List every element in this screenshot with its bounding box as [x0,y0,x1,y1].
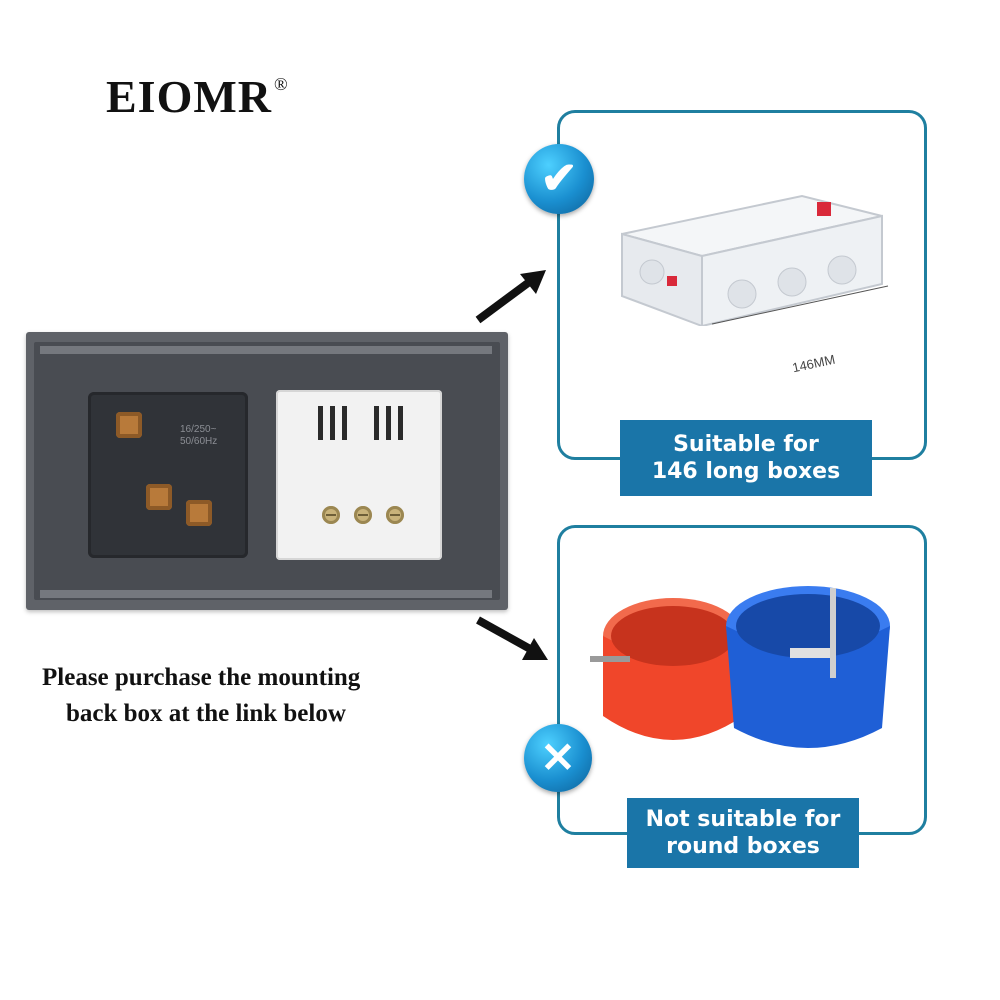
brand-logo: EIOMR® [106,70,289,123]
terminal-screw [386,506,404,524]
vent-slot [374,406,379,440]
rating-frequency: 50/60Hz [180,436,218,447]
suitable-badge-line2: 146 long boxes [651,459,841,484]
suitable-badge-line1: Suitable for [673,432,819,457]
purchase-note-line1: Please purchase the mounting [42,664,361,691]
vent-slot [386,406,391,440]
unsuitable-badge-line2: round boxes [666,834,820,859]
vent-slot [318,406,323,440]
purchase-note-line2: back box at the link below [66,700,346,727]
purchase-note: Please purchase the mounting back box at… [42,660,462,732]
terminal-screw [322,506,340,524]
terminal-screw [354,506,372,524]
usb-module [276,390,442,560]
brand-name: EIOMR [106,71,272,122]
socket-rating-label: 16/250~ 50/60Hz [180,424,217,448]
registered-mark: ® [274,74,289,94]
vent-slot [398,406,403,440]
socket-terminal [116,412,142,438]
socket-terminal [186,500,212,526]
blue-round-back-box-image [726,586,890,748]
arrow-up-right-icon [475,270,546,324]
rectangular-back-box-image [621,194,889,326]
schuko-socket-module [88,392,248,558]
panel-top-rail [40,346,492,354]
vent-slot [330,406,335,440]
suitable-badge: Suitable for 146 long boxes [620,420,872,496]
arrow-down-right-icon [476,616,548,660]
vent-slot [342,406,347,440]
check-icon: ✔ [524,144,594,214]
unsuitable-badge: Not suitable for round boxes [627,798,859,868]
rating-voltage: 16/250~ [180,424,217,435]
panel-bottom-rail [40,590,492,598]
socket-terminal [146,484,172,510]
cross-icon: ✕ [524,724,592,792]
red-round-back-box-image [590,598,743,740]
unsuitable-badge-line1: Not suitable for [645,807,841,832]
